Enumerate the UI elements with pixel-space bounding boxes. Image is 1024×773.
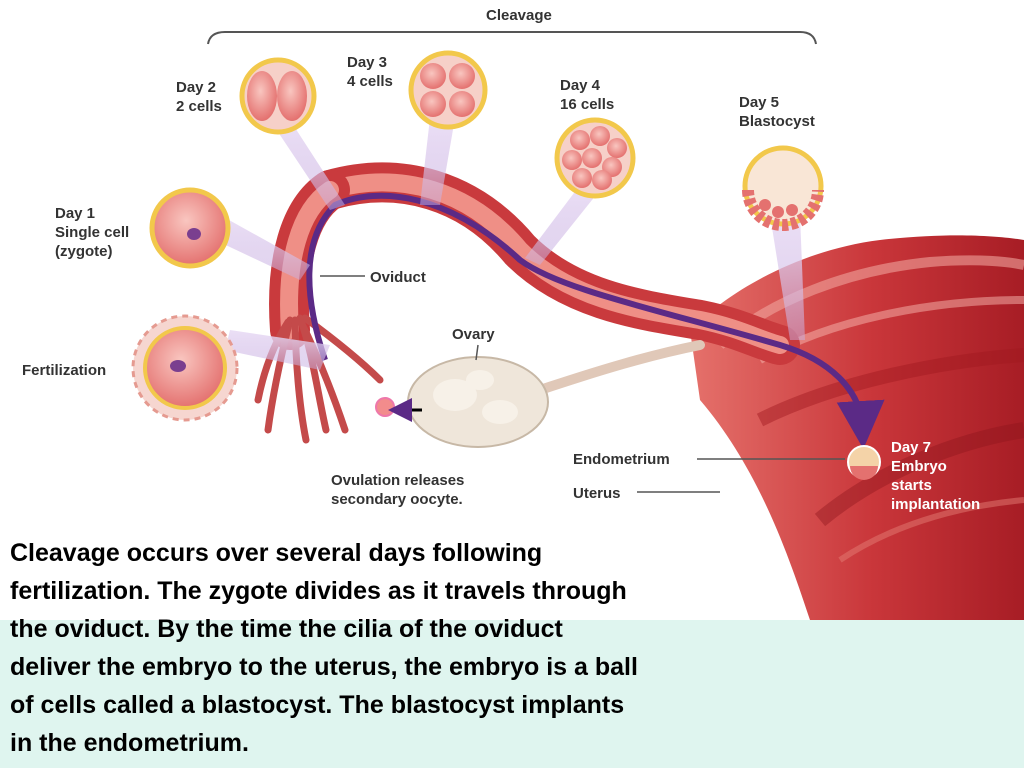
cell-day2 (239, 57, 317, 135)
cell-day3 (408, 50, 488, 130)
caption-text: Cleavage occurs over several days follow… (10, 539, 638, 757)
cell-day4 (554, 117, 636, 199)
embryo-path-arrow (306, 192, 885, 449)
cell-fertilization (131, 314, 239, 422)
cell-day5 (742, 145, 824, 231)
label-day5: Day 5 Blastocyst (739, 94, 815, 130)
oviduct-tube (269, 162, 800, 365)
label-day1: Day 1 Single cell (zygote) (55, 205, 130, 260)
label-oviduct: Oviduct (370, 269, 426, 286)
cleavage-bracket (207, 31, 817, 45)
label-uterus: Uterus (573, 485, 621, 502)
label-day7: Day 7 Embryo starts implantation (891, 439, 981, 513)
caption-background (0, 620, 1024, 768)
cell-day7 (847, 445, 881, 480)
leader-lines (320, 275, 845, 493)
label-day2: Day 2 2 cells (176, 79, 222, 115)
fimbriae (254, 314, 384, 444)
cell-day1 (149, 187, 231, 269)
oocyte (375, 397, 395, 417)
label-day3: Day 3 4 cells (347, 54, 393, 90)
ovary (407, 356, 549, 448)
ovarian-ligament (535, 340, 705, 395)
label-day4: Day 4 16 cells (560, 77, 615, 113)
label-ovulation: Ovulation releases secondary oocyte. (331, 472, 465, 508)
callouts (215, 118, 805, 370)
label-endometrium: Endometrium (573, 451, 670, 468)
label-fertilization: Fertilization (22, 362, 107, 379)
cleavage-label: Cleavage (486, 7, 552, 24)
label-ovary: Ovary (452, 326, 495, 343)
